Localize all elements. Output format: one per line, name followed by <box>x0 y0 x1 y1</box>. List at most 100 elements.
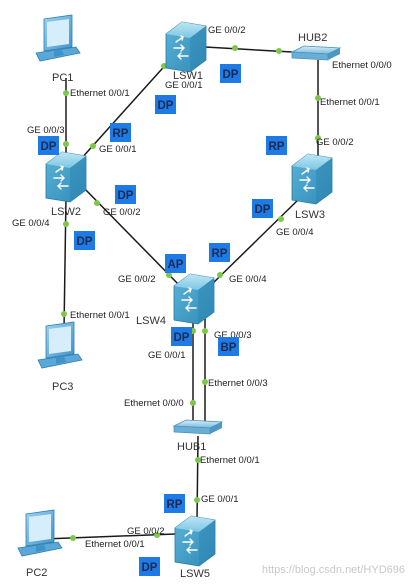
link-hub1-lsw5 <box>196 435 199 521</box>
pc1-icon[interactable] <box>35 14 81 62</box>
port-label-lsw4-g001: GE 0/0/1 <box>148 350 186 361</box>
hub1-icon[interactable] <box>173 419 223 435</box>
port-label-pc1-eth: Ethernet 0/0/1 <box>70 88 130 99</box>
port-dot <box>232 45 238 51</box>
badge-lsw4-g001: DP <box>171 327 192 346</box>
badge-lsw2-g001: RP <box>110 123 131 142</box>
hub2-icon[interactable] <box>291 45 341 61</box>
svg-text:DP: DP <box>142 562 158 574</box>
badge-lsw5-g002: DP <box>139 557 160 576</box>
port-label-lsw2-g004: GE 0/0/4 <box>12 218 50 229</box>
badge-lsw1-g002: DP <box>220 64 241 83</box>
badge-lsw2-g002: DP <box>115 185 136 204</box>
port-label-lsw5-g001: GE 0/0/1 <box>201 494 239 505</box>
port-dot <box>63 90 69 96</box>
port-label-hub2-e000: Ethernet 0/0/0 <box>332 60 392 71</box>
badge-lsw4-g002: AP <box>165 254 186 273</box>
port-dot <box>202 328 208 334</box>
svg-text:RP: RP <box>212 248 228 260</box>
svg-text:DP: DP <box>118 190 134 202</box>
port-label-hub1-e003: Ethernet 0/0/3 <box>208 378 268 389</box>
port-dot <box>166 272 172 278</box>
port-dot <box>63 141 69 147</box>
port-dot <box>195 457 201 463</box>
port-label-lsw4-g003: GE 0/0/3 <box>214 330 252 341</box>
svg-text:DP: DP <box>174 332 190 344</box>
lsw1-icon[interactable] <box>165 21 207 73</box>
port-label-pc2-eth: Ethernet 0/0/1 <box>85 539 145 550</box>
hub1-label: HUB1 <box>177 441 206 453</box>
badge-lsw3-g004: DP <box>252 199 273 218</box>
pc3-label: PC3 <box>52 381 73 393</box>
port-dot <box>315 95 321 101</box>
watermark: https://blog.csdn.net/HYD696 <box>262 564 405 576</box>
badge-lsw3-g002: RP <box>266 136 287 155</box>
lsw2-icon[interactable] <box>45 151 87 203</box>
badge-lsw2-g004: DP <box>74 231 95 250</box>
badge-lsw5-g001: RP <box>164 494 185 513</box>
port-label-lsw5-g002: GE 0/0/2 <box>127 526 165 537</box>
link-lsw1-lsw2 <box>79 59 171 161</box>
port-label-lsw4-g004: GE 0/0/4 <box>229 274 267 285</box>
port-label-hub1-e001: Ethernet 0/0/1 <box>200 455 260 466</box>
svg-text:DP: DP <box>41 141 57 153</box>
svg-text:DP: DP <box>223 69 239 81</box>
port-dots <box>61 45 321 541</box>
port-label-lsw3-g004: GE 0/0/4 <box>276 227 314 238</box>
port-dot <box>61 311 67 317</box>
port-label-lsw1-g001: GE 0/0/1 <box>165 80 203 91</box>
port-dot <box>315 135 321 141</box>
port-dot <box>63 221 69 227</box>
badge-lsw2-g003: DP <box>38 136 59 155</box>
port-dot <box>217 272 223 278</box>
port-label-hub2-e001: Ethernet 0/0/1 <box>320 97 380 108</box>
port-label-pc3-eth: Ethernet 0/0/1 <box>70 310 130 321</box>
port-label-lsw2-g002: GE 0/0/2 <box>103 207 141 218</box>
lsw5-label: LSW5 <box>180 568 210 580</box>
svg-text:AP: AP <box>168 259 184 271</box>
port-dot <box>276 48 282 54</box>
port-dot <box>154 532 160 538</box>
lsw2-label: LSW2 <box>51 206 81 218</box>
badge-lsw1-g001: DP <box>155 95 176 114</box>
port-dot <box>190 400 196 406</box>
port-label-lsw2-g003: GE 0/0/3 <box>27 125 65 136</box>
lsw4-label: LSW4 <box>136 315 166 327</box>
svg-text:DP: DP <box>77 236 93 248</box>
svg-text:RP: RP <box>167 499 183 511</box>
port-dot <box>194 497 200 503</box>
port-labels: Ethernet 0/0/1 GE 0/0/2 GE 0/0/1 Etherne… <box>12 25 392 550</box>
pc1-label: PC1 <box>52 72 73 84</box>
port-dot <box>90 143 96 149</box>
lsw5-icon[interactable] <box>174 515 216 567</box>
svg-text:DP: DP <box>255 204 271 216</box>
svg-text:DP: DP <box>158 100 174 112</box>
device-labels: PC1 LSW1 HUB2 LSW2 LSW3 LSW4 PC3 HUB1 LS… <box>26 32 327 580</box>
role-badges: DP DP DP RP RP DP DP DP <box>38 64 287 576</box>
port-label-lsw4-g002: GE 0/0/2 <box>118 274 156 285</box>
svg-text:BP: BP <box>221 342 237 354</box>
hub2-label: HUB2 <box>298 32 327 44</box>
link-lsw2-pc3 <box>63 195 67 331</box>
port-dot <box>70 535 76 541</box>
port-label-hub1-e000: Ethernet 0/0/0 <box>124 398 184 409</box>
port-dot <box>278 216 284 222</box>
pc2-icon[interactable] <box>17 509 63 557</box>
port-label-lsw3-g002: GE 0/0/2 <box>316 137 354 148</box>
svg-text:RP: RP <box>113 128 129 140</box>
link-pc2-lsw5 <box>43 533 176 540</box>
badge-lsw4-g004: RP <box>209 243 230 262</box>
pc3-icon[interactable] <box>37 321 83 369</box>
lsw3-label: LSW3 <box>295 209 325 221</box>
lsw1-label: LSW1 <box>173 70 203 82</box>
port-label-lsw1-g002: GE 0/0/2 <box>208 25 246 36</box>
port-dot <box>202 379 208 385</box>
lsw3-icon[interactable] <box>291 153 333 205</box>
lsw4-icon[interactable] <box>173 273 215 325</box>
badge-lsw4-g003: BP <box>218 337 239 356</box>
port-dot <box>94 200 100 206</box>
svg-text:RP: RP <box>269 141 285 153</box>
port-label-lsw2-g001: GE 0/0/1 <box>99 144 137 155</box>
pc2-label: PC2 <box>26 567 47 579</box>
